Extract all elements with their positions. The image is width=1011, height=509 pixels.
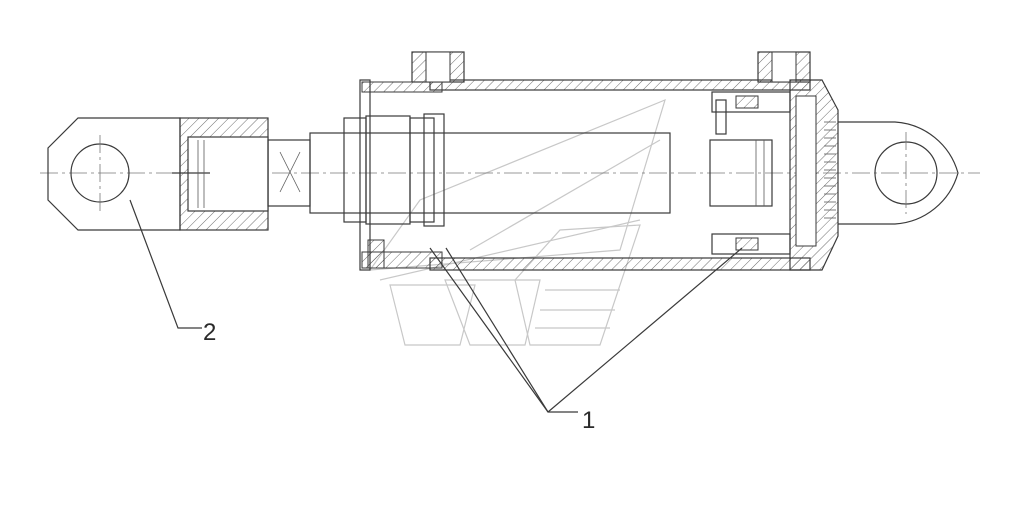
rod-eye-left: [47, 117, 269, 231]
watermark-logo: [368, 98, 666, 346]
end-cap: [789, 79, 839, 271]
cylinder-tube: [411, 51, 811, 271]
rod-eye-right: [838, 121, 959, 225]
gland-assembly: [343, 79, 445, 271]
piston-rod: [267, 132, 773, 214]
piston: [711, 91, 791, 255]
callout-number-2: 2: [203, 319, 216, 346]
leader-lines: [129, 199, 743, 413]
callout-number-1: 1: [582, 407, 595, 434]
